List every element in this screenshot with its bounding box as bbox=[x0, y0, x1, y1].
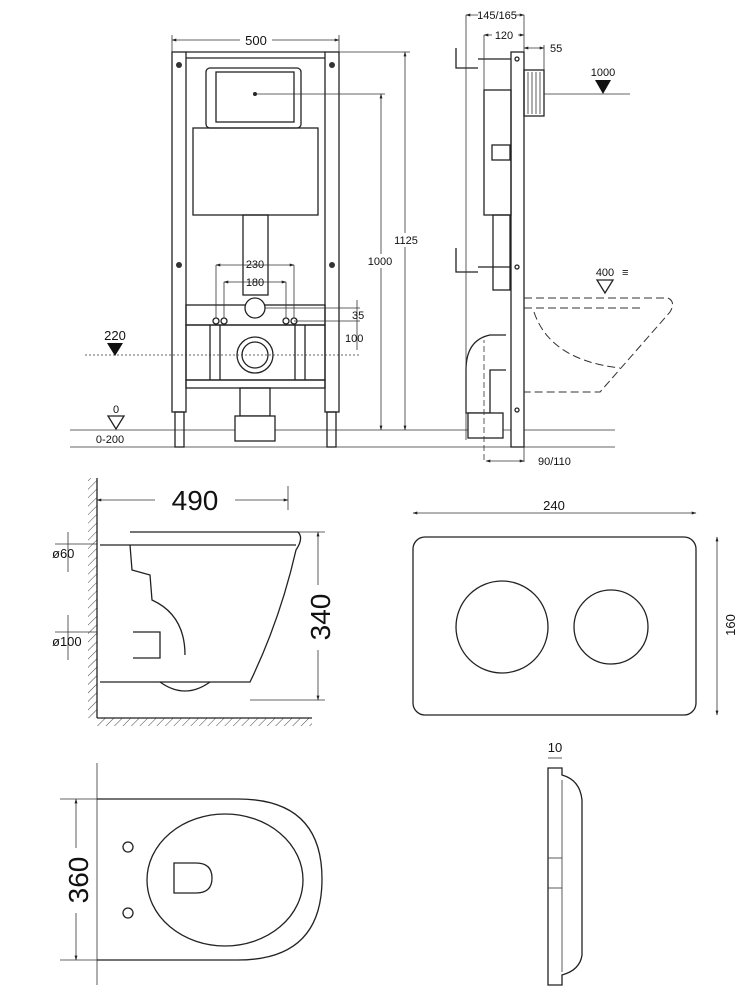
dim-depth: 145/165 bbox=[477, 10, 517, 22]
dim-plate-height: 160 bbox=[723, 614, 738, 636]
dim-plate-width: 240 bbox=[543, 498, 565, 513]
dim-total-height: 1125 bbox=[394, 235, 418, 247]
dim-inner-depth: 120 bbox=[495, 30, 513, 42]
dim-bowl-length: 490 bbox=[172, 485, 219, 516]
dim-outlet: ø100 bbox=[52, 634, 82, 649]
flush-plate-side: 10 bbox=[547, 740, 583, 986]
plate-height-label: 1000 bbox=[591, 67, 615, 79]
side-view-dimensions: 145/165 120 55 1000 400 ≡ 90/110 bbox=[465, 8, 630, 468]
bowl-side-view: 490 ø60 ø100 340 bbox=[52, 478, 336, 726]
flush-plate-front: 240 160 bbox=[412, 498, 738, 716]
level-marker-filled bbox=[107, 343, 123, 356]
drain-level-label: 220 bbox=[104, 328, 126, 343]
floor-range-label: 0-200 bbox=[96, 434, 124, 446]
dim-plate-depth: 55 bbox=[550, 43, 562, 55]
level-marker-filled bbox=[595, 80, 611, 94]
front-view-dimensions: 500 1125 1000 230 180 35 100 220 0 0-200 bbox=[85, 33, 424, 446]
dim-bowl-height: 340 bbox=[305, 594, 336, 641]
dim-pipe-offset: 90/110 bbox=[538, 456, 571, 468]
full-flush-button bbox=[455, 580, 549, 674]
dim-offset-35: 35 bbox=[352, 310, 364, 322]
dim-offset-100: 100 bbox=[345, 333, 363, 345]
dim-flush-height: 1000 bbox=[368, 256, 392, 268]
side-view-frame bbox=[455, 48, 674, 460]
dim-bolt-inner: 180 bbox=[246, 277, 264, 289]
seat-height-label: 400 bbox=[596, 267, 614, 279]
dim-bolt-outer: 230 bbox=[246, 259, 264, 271]
level-marker-open bbox=[106, 415, 126, 431]
floor-level-label: 0 bbox=[113, 404, 119, 416]
dim-inlet: ø60 bbox=[52, 546, 74, 561]
half-flush-button bbox=[573, 589, 649, 665]
dim-plate-thickness: 10 bbox=[548, 740, 562, 755]
bowl-top-view: 360 bbox=[60, 763, 323, 985]
front-view-frame bbox=[70, 51, 615, 448]
water-icon: ≡ bbox=[622, 267, 628, 279]
dim-width: 500 bbox=[245, 33, 267, 48]
level-marker-open bbox=[595, 279, 615, 295]
dim-bowl-width: 360 bbox=[63, 857, 94, 904]
